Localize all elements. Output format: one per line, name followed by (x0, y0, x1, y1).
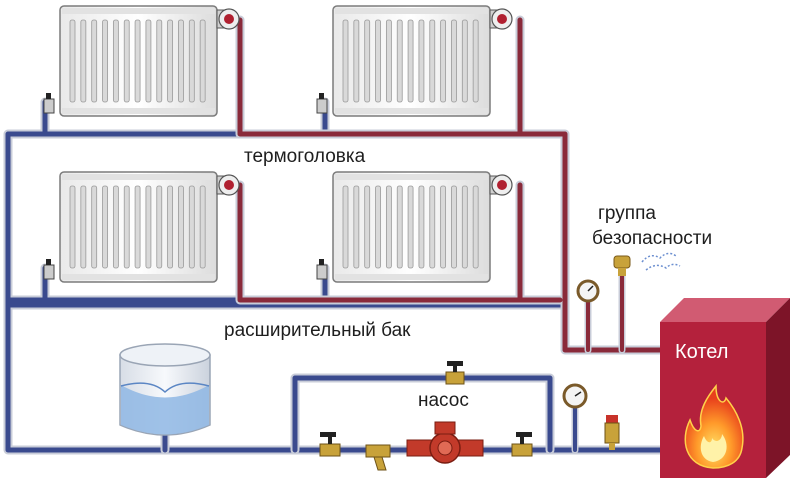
thermo-head-icon (216, 174, 240, 196)
valve-icon (316, 93, 328, 114)
radiator (43, 171, 240, 283)
strainer-icon (365, 444, 391, 471)
thermo-head-icon (489, 8, 513, 30)
labels: термоголовка группа безопасности расшири… (224, 146, 712, 411)
valve-icon (316, 259, 328, 280)
valve-icon (43, 259, 55, 280)
expansion-tank (119, 343, 211, 436)
pressure-gauge-icon (576, 279, 600, 303)
thermo-head-label: термоголовка (244, 146, 366, 167)
radiator (316, 5, 513, 117)
pipe-network (3, 15, 665, 455)
air-vent-icon (604, 415, 620, 450)
pressure-gauge-icon (562, 383, 588, 409)
supply-pipes (235, 15, 665, 355)
flame-icon (684, 383, 744, 469)
safety-group-label-line2: безопасности (592, 228, 712, 249)
circulation-pump-icon (406, 421, 484, 464)
pump-line (319, 361, 620, 471)
thermo-head-icon (216, 8, 240, 30)
safety-group (576, 252, 681, 303)
radiator (316, 171, 513, 283)
boiler: Котел (660, 298, 790, 478)
boiler-label: Котел (675, 341, 728, 363)
ball-valve-icon (445, 361, 465, 385)
steam-icon (641, 252, 681, 271)
expansion-tank-label: расширительный бак (224, 320, 411, 341)
radiators (43, 5, 513, 283)
safety-group-label-line1: группа (598, 203, 656, 224)
radiator (43, 5, 240, 117)
safety-valve-icon (613, 255, 631, 276)
thermo-head-icon (489, 174, 513, 196)
ball-valve-icon (511, 432, 533, 457)
valve-icon (43, 93, 55, 114)
pump-label: насос (418, 390, 469, 411)
ball-valve-icon (319, 432, 341, 457)
